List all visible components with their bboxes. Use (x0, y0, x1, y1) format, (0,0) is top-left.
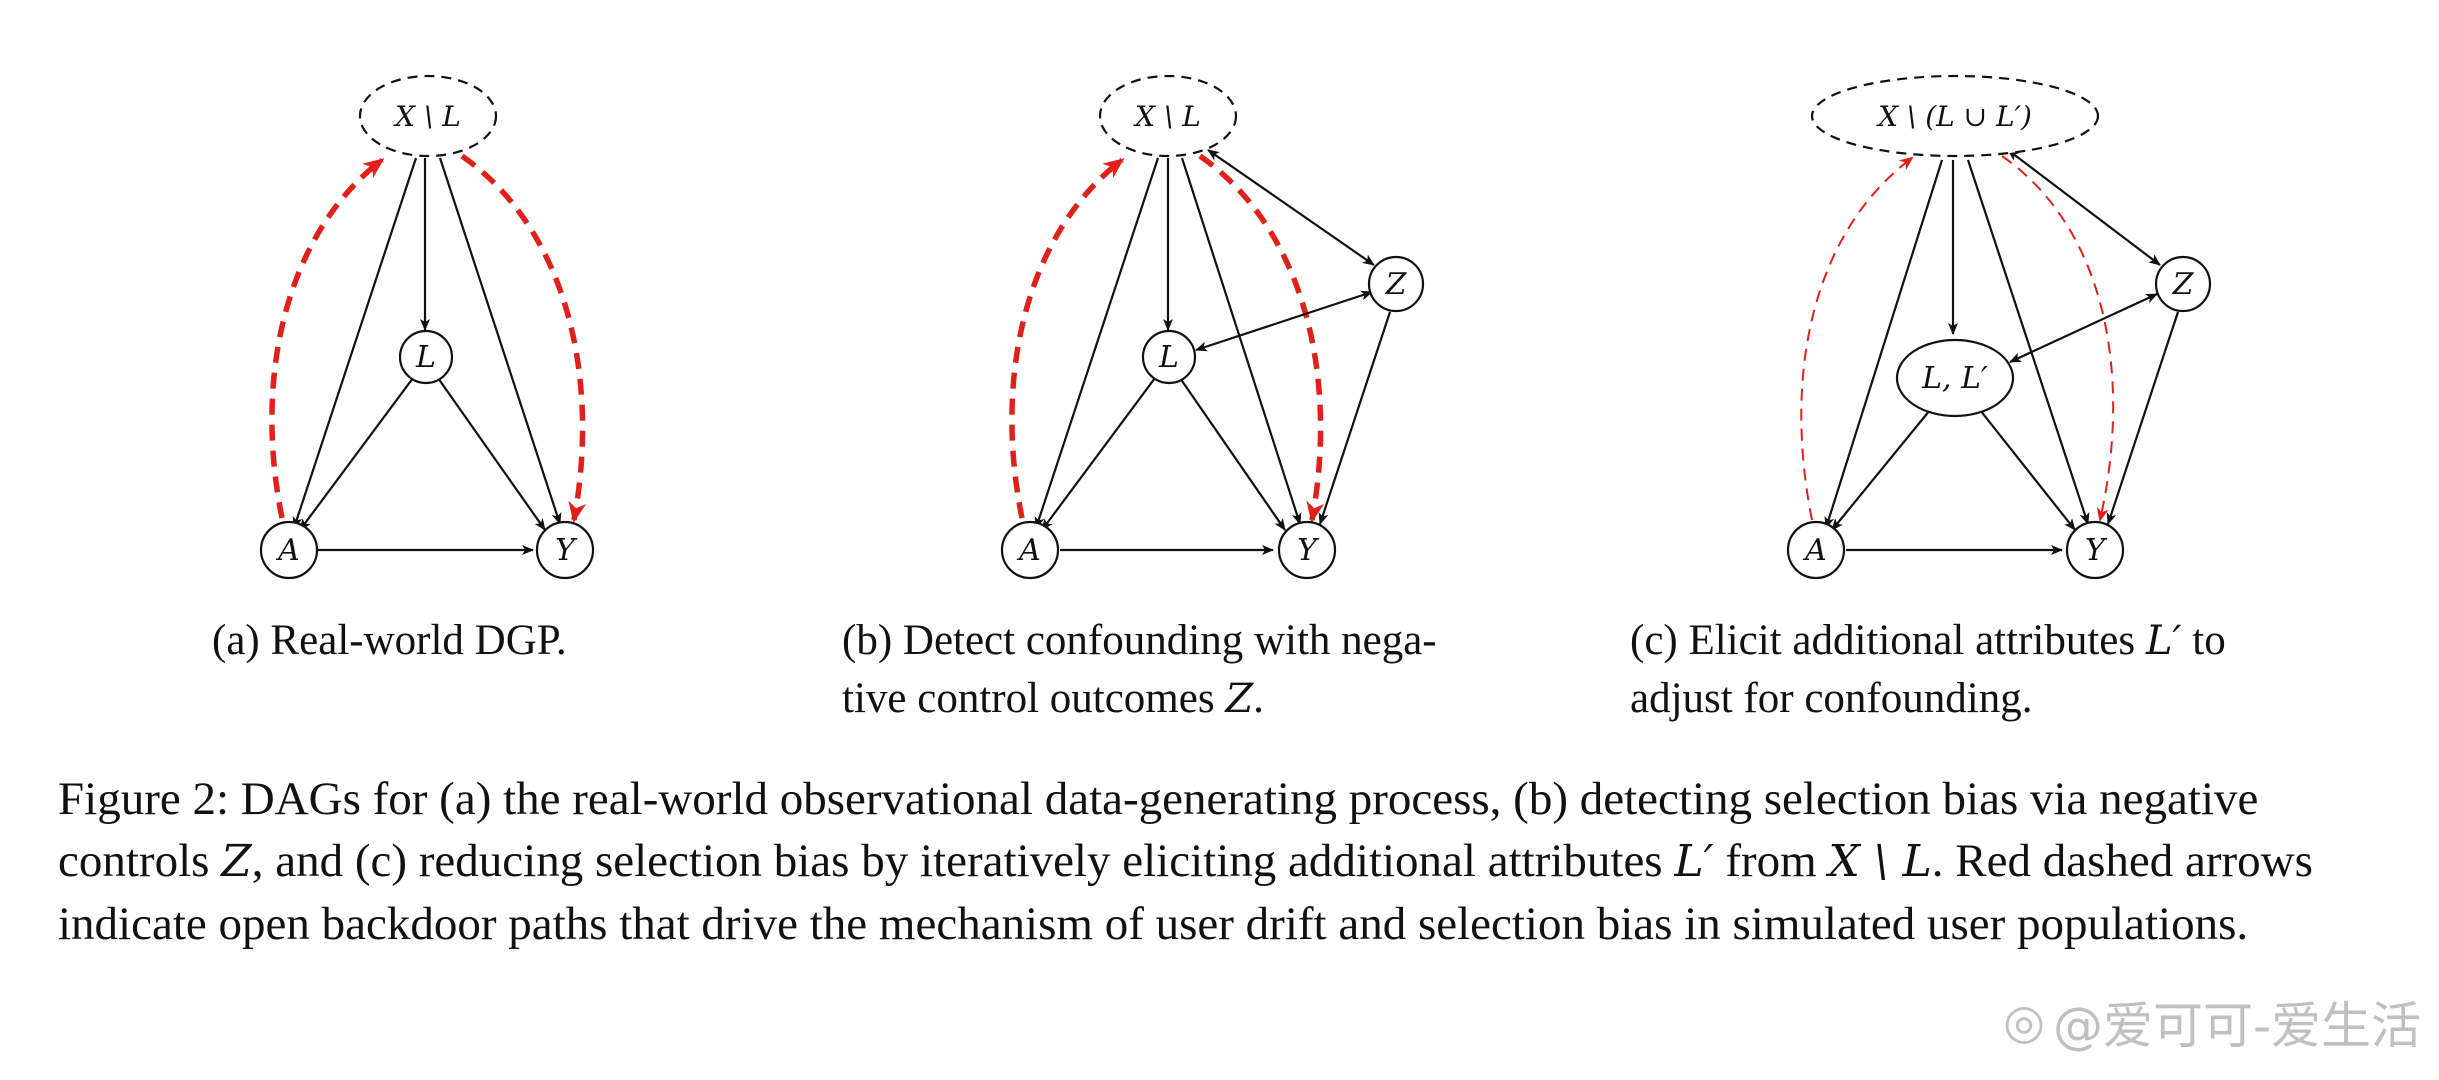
subcaption-b-line2-end: . (1253, 675, 1264, 722)
subcaption-a-text: (a) Real-world DGP. (212, 617, 567, 664)
panel-b-node-l (1141, 329, 1197, 385)
panel-c-node-y-label: Y (2085, 533, 2108, 568)
panel-a-node-x-minus-l (358, 74, 498, 158)
panel-c-backdoor-x-to-y (2001, 155, 2115, 522)
panel-c-edge-l-to-y (1979, 409, 2076, 531)
panel-b-node-x-minus-l-label: X \ L (1133, 100, 1201, 133)
caption-math-z: Z (221, 836, 252, 887)
panel-a-node-x-minus-l-label: X \ L (393, 100, 461, 133)
panel-b-backdoor-x-to-y (1198, 153, 1325, 523)
panel-c-node-x-minus-l-union (1810, 74, 2100, 158)
panel-b-edge-z-to-y (1318, 311, 1392, 525)
panel-b-edge-l-z-bidirected (1195, 290, 1373, 352)
panel-c-node-l-lprime-label: L, L′ (1921, 361, 1988, 396)
panel-c-node-x-minus-l-union-label: X \ (L ∪ L′) (1876, 100, 2032, 133)
watermark: ◎ @爱可可-爱生活 (2003, 986, 2421, 1058)
panel-a-edge-x-to-a (292, 157, 418, 529)
panel-c-node-a (1786, 520, 1846, 580)
panel-a-edge-x-to-y (438, 157, 562, 525)
subcaption-b-line2-text: tive control outcomes (842, 675, 1226, 722)
panel-c-edge-z-to-y (2106, 311, 2180, 525)
panel-b-node-a (1000, 520, 1060, 580)
figure-caption: Figure 2: DAGs for (a) the real-world ob… (58, 768, 2388, 955)
dag-figure: X \ L L A Y X \ L L Z A Y (259, 74, 2212, 580)
panel-b-edge-x-z-bidirected (1207, 149, 1375, 266)
panel-c-backdoor-a-to-x (1800, 156, 1914, 521)
subcaption-c-math-lprime: L′ (2145, 618, 2182, 664)
panel-a-backdoor-x-to-y (460, 153, 587, 523)
subcaption-b-line1: (b) Detect confounding with nega- (842, 617, 1437, 664)
panel-a-node-a (259, 520, 319, 580)
subcaption-c-line1-end: to (2181, 617, 2226, 664)
panel-b-node-y-label: Y (1297, 533, 1320, 568)
subcaption-b-math-z: Z (1225, 676, 1254, 722)
panel-c-node-y (2065, 520, 2125, 580)
panel-c-edge-x-to-a (1824, 159, 1944, 529)
panel-a-edge-l-to-y (437, 377, 546, 531)
panel-b-node-x-minus-l (1098, 74, 1238, 158)
panel-a-node-a-label: A (275, 533, 300, 568)
panel-b-node-a-label: A (1016, 533, 1041, 568)
panel-b-dag: X \ L L Z A Y (1000, 74, 1425, 580)
panel-a-edge-l-to-a (299, 377, 414, 531)
panel-c-edge-l-z-bidirected (2009, 293, 2158, 363)
panel-b-node-z (1367, 255, 1425, 313)
panel-c-dag: X \ (L ∪ L′) L, L′ Z A Y (1786, 74, 2212, 580)
panel-b-edge-x-to-a (1034, 157, 1160, 529)
panel-c-node-z-label: Z (2172, 267, 2195, 302)
watermark-text: @爱可可-爱生活 (2052, 997, 2421, 1055)
panel-a-node-y (535, 520, 595, 580)
panel-a-node-l-label: L (415, 340, 436, 375)
caption-part-3: from (1713, 835, 1829, 887)
caption-part-2: , and (c) reducing selection bias by ite… (251, 835, 1675, 887)
panel-b-edge-l-to-a (1041, 377, 1156, 531)
panel-c-edge-x-z-bidirected (2007, 149, 2161, 266)
panel-b-edge-x-to-y (1180, 157, 1302, 525)
panel-b-node-z-label: Z (1385, 267, 1408, 302)
panel-c-node-a-label: A (1802, 533, 1827, 568)
caption-math-lprime: L′ (1674, 836, 1714, 887)
panel-a-node-y-label: Y (555, 533, 578, 568)
panel-a-backdoor-a-to-x (269, 157, 385, 519)
caption-part-1: Figure 2: DAGs for (a) the real-world ob… (58, 773, 2259, 887)
panel-b-backdoor-a-to-x (1009, 157, 1125, 519)
panel-a-dag: X \ L L A Y (259, 74, 595, 580)
panel-c-node-z (2154, 255, 2212, 313)
panel-a-node-l (398, 329, 454, 385)
caption-math-x-minus-l: X \ L (1828, 836, 1932, 887)
panel-c-edge-l-to-a (1831, 409, 1931, 531)
panel-b-edge-l-to-y (1179, 377, 1286, 531)
panel-c-node-l-lprime (1895, 338, 2015, 418)
subcaption-c-line1-text: (c) Elicit additional attributes (1630, 617, 2146, 664)
subcaption-c-line2: adjust for confounding. (1630, 675, 2033, 722)
panel-b-node-l-label: L (1158, 340, 1179, 375)
panel-b-node-y (1277, 520, 1337, 580)
caption-part-4: . Red dashed arrows indicate open backdo… (58, 835, 2313, 950)
subcaption-b: (b) Detect confounding with nega- tive c… (842, 612, 1602, 728)
weibo-icon: ◎ (2003, 994, 2045, 1050)
subcaption-c: (c) Elicit additional attributes L′ to a… (1630, 612, 2420, 728)
subcaption-a: (a) Real-world DGP. (212, 612, 772, 670)
